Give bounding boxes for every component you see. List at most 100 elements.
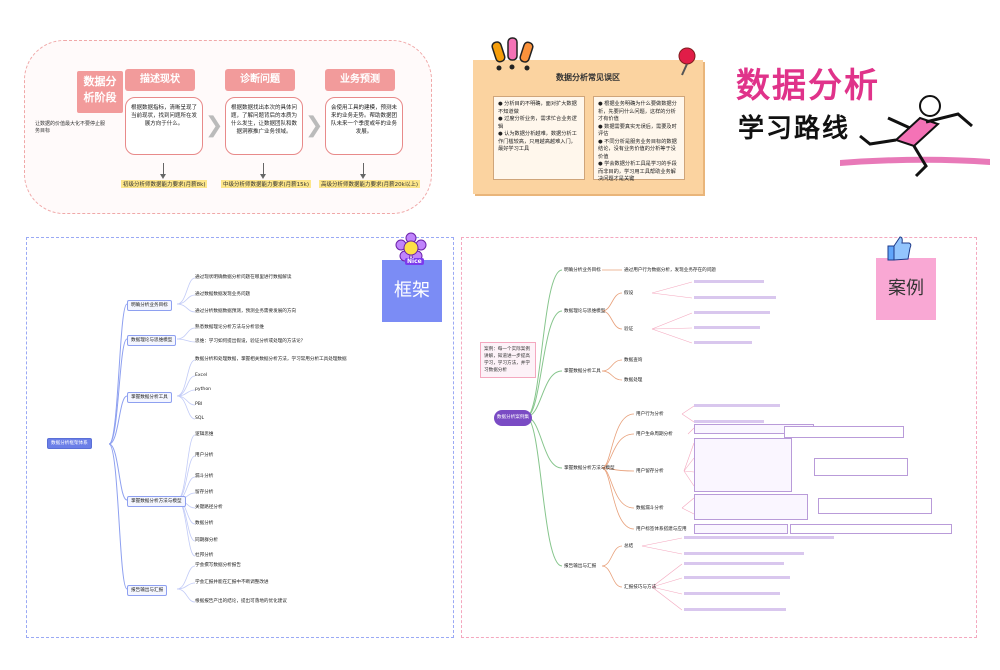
nice-badge: Nice (405, 258, 424, 265)
detail-line (684, 608, 786, 611)
cases-branch: 掌握数据分析工具 (564, 369, 601, 374)
runner-illustration (840, 95, 990, 178)
framework-leaf: 数据分析 (195, 521, 214, 526)
detail-box (784, 426, 904, 438)
framework-leaf: 通过现状明确数据分析问题在哪里进行数据解读 (195, 275, 292, 280)
framework-leaf: 杜邦分析 (195, 553, 214, 558)
stage-arrow-1 (160, 163, 166, 179)
hero-title-line1: 数据分析 (736, 66, 880, 106)
framework-connectors (108, 277, 196, 603)
exclamation-icon (491, 37, 534, 71)
framework-leaf: 逻辑思维 (195, 432, 214, 437)
cases-leaf: 假设 (624, 291, 634, 296)
cases-leaf: 通过用户行为数据分析，发现业务存在的问题 (624, 268, 716, 273)
framework-leaf: 用户分析 (195, 453, 214, 458)
detail-line (694, 311, 770, 314)
cases-branch: 报告输出与汇报 (564, 564, 597, 569)
framework-leaf: PBI (195, 402, 203, 407)
faq-right-item: ● 不同分析是服务业务目标的数据结论，没有业务价值的分析等于没价值 (598, 138, 677, 160)
faq-right-item: ● 根据业务明确为什么要做数据分析，先要问什么问题，这样的分析才有价值 (598, 101, 677, 122)
stage-header-2: 诊断问题 (225, 69, 295, 91)
framework-panel: 框架 Nice 数据分析框架体系 明确分析业务目标 通过现状明确数据分析问题在哪… (26, 232, 454, 638)
detail-box (694, 438, 792, 492)
thumbs-up-icon (887, 236, 912, 261)
framework-leaf: Excel (195, 373, 208, 378)
detail-line (694, 326, 760, 329)
framework-leaf: 漏斗分析 (195, 474, 214, 479)
stage-header-3: 业务预测 (325, 69, 395, 91)
faq-title: 数据分析常见误区 (556, 73, 620, 82)
cases-leaf: 用户生命周期分析 (636, 432, 673, 437)
detail-line (694, 420, 764, 423)
stage-body-2: 根据数据找出本次的具体问题，了解问题背后的本质为什么发生，让数据团队和数据洞察推… (225, 97, 303, 155)
framework-branch: 掌握数据分析方法与模型 (127, 496, 186, 507)
faq-right-column: ● 根据业务明确为什么要做数据分析，先要问什么问题，这样的分析才有价值 ● 数据… (593, 96, 685, 182)
cases-leaf: 数据处理 (624, 378, 643, 383)
faq-left-column: ● 分析目的不明确，面对扩大数据不知道做 ● 过度分析业务，需求忙合业务逻辑 ●… (493, 96, 585, 180)
detail-line (694, 341, 752, 344)
detail-line (684, 552, 804, 555)
detail-box (694, 494, 808, 520)
detail-line (694, 296, 776, 299)
stages-title: 数据分析阶段 (77, 71, 123, 113)
framework-leaf: 思维：学习如何提出假设，验证分析或处理的方法论？ (195, 339, 306, 344)
cases-leaf: 用户行为分析 (636, 412, 664, 417)
cases-leaf: 验证 (624, 327, 634, 332)
framework-branch: 明确分析业务目标 (127, 300, 172, 311)
cases-leaf: 用户留存分析 (636, 469, 664, 474)
hero-title-line2: 学习路线 (738, 114, 851, 144)
framework-leaf: 通过分析数据数据预测，预测业务需要发展的方向 (195, 309, 297, 314)
detail-line (684, 592, 780, 595)
stage-foot-2: 中级分析师数据能力要求(月薪15k) (221, 180, 311, 188)
framework-leaf: 留存分析 (195, 490, 214, 495)
stage-body-1: 根据数据指标，清晰呈现了当前现状，找到问题所在发展方向于什么。 (125, 97, 203, 155)
stage-arrow-3 (360, 163, 366, 179)
stages-side-note: 让数据的价值最大化不要停止服务目标 (35, 121, 106, 134)
framework-leaf: 学会撰写数据分析报告 (195, 563, 241, 568)
framework-leaf: 通过数据数据发现业务问题 (195, 292, 251, 297)
faq-panel: 数据分析常见误区 ● 分析目的不明确，面对扩大数据不知道做 ● 过度分析业务，需… (473, 60, 703, 194)
cases-note: 案例：每一个实际案例讲解，知道进一步提高学习，学习方法，并学习数据分析 (480, 342, 536, 378)
detail-line (684, 536, 834, 539)
framework-root: 数据分析框架体系 (47, 438, 92, 449)
framework-leaf: SQL (195, 416, 205, 421)
detail-box (694, 524, 788, 534)
cases-leaf: 用户标签体系搭建与应用 (636, 527, 687, 532)
framework-tag: 框架 (382, 260, 442, 322)
chevron-right-icon: ❯ (305, 113, 324, 138)
framework-leaf: 熟悉数据理论分析方法与分析思维 (195, 325, 264, 330)
detail-line (684, 562, 784, 565)
framework-leaf: 数据分析和处理数据，掌握相关数据分析方法，学习常用分析工具处理数据 (195, 357, 347, 362)
framework-leaf: 根据报告产出的结论，提出可落地的优化建议 (195, 599, 287, 604)
framework-leaf: 关键路径分析 (195, 505, 223, 510)
stage-header-1: 描述现状 (125, 69, 195, 91)
detail-line (694, 280, 764, 283)
framework-branch: 掌握数据分析工具 (127, 392, 172, 403)
framework-leaf: python (195, 387, 212, 392)
cases-root: 数据分析案例集 (494, 410, 532, 426)
pushpin-icon (678, 47, 696, 76)
detail-line (684, 576, 790, 579)
faq-left-item: ● 过度分析业务，需求忙合业务逻辑 (498, 116, 577, 130)
framework-branch: 数据理论与思维模型 (127, 335, 177, 346)
chevron-right-icon: ❯ (205, 113, 224, 138)
stage-foot-3: 高级分析师数据能力要求(月薪20k以上) (319, 180, 420, 188)
framework-leaf: 同期群分析 (195, 538, 218, 543)
analysis-stages-panel: 数据分析阶段 让数据的价值最大化不要停止服务目标 描述现状 根据数据指标，清晰呈… (24, 40, 432, 214)
stage-arrow-2 (260, 163, 266, 179)
detail-box (818, 498, 932, 514)
detail-box (814, 458, 908, 476)
faq-left-item: ● 分析目的不明确，面对扩大数据不知道做 (498, 101, 577, 115)
cases-tag: 案例 (876, 258, 936, 320)
cases-panel: 案例 案例：每一个实际案例讲解，知道 (461, 236, 977, 638)
stage-foot-1: 初级分析师数据能力要求(月薪8k) (121, 180, 208, 188)
cases-leaf: 数据漏斗分析 (636, 506, 664, 511)
cases-leaf: 总结 (624, 544, 634, 549)
cases-leaf: 汇报技巧与方法 (624, 585, 657, 590)
faq-right-item: ● 数据需要真实无误后，需要及时评估 (598, 123, 677, 138)
cases-branch: 掌握数据分析方法与模型 (564, 466, 615, 471)
cases-branch: 数据理论与思维模型 (564, 309, 606, 314)
framework-branch: 报告输出与汇报 (127, 585, 168, 596)
detail-line (694, 404, 780, 407)
cases-leaf: 数据查询 (624, 358, 643, 363)
